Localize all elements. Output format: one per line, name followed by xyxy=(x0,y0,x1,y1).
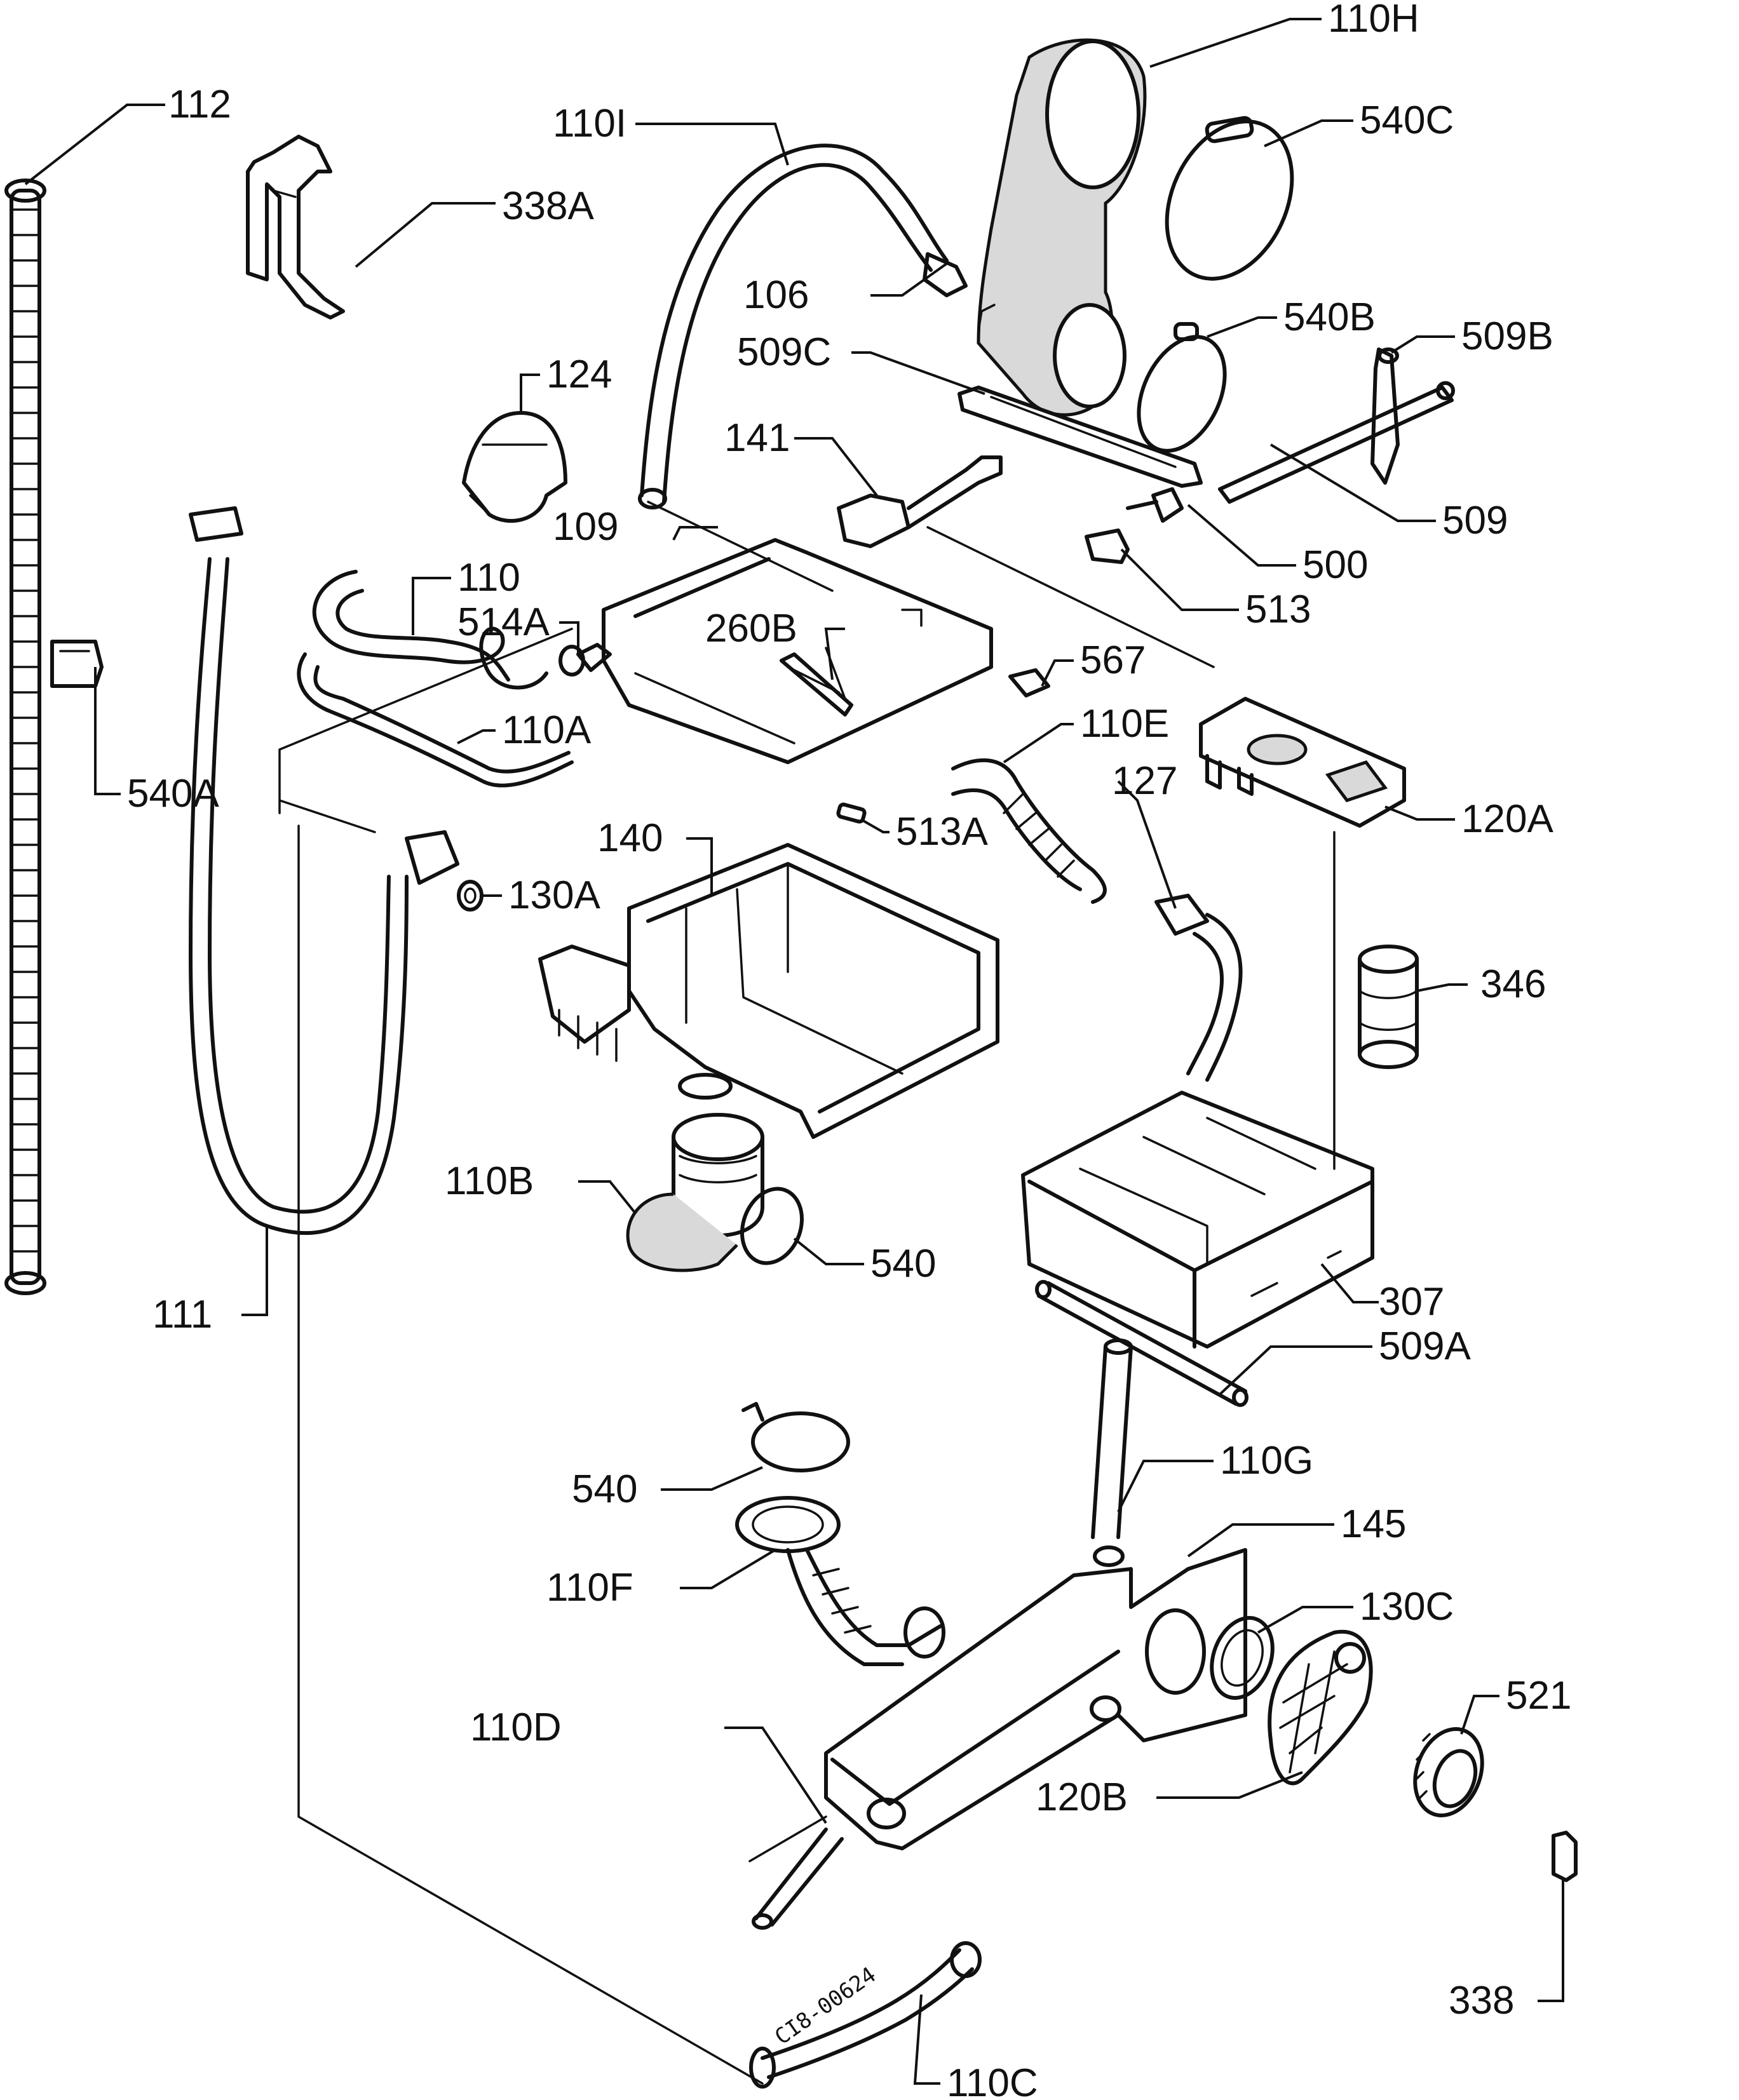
label-567: 567 xyxy=(1080,638,1146,682)
label-509: 509 xyxy=(1442,499,1508,542)
label-540-upper: 540 xyxy=(870,1242,936,1286)
label-106: 106 xyxy=(743,273,809,317)
label-307: 307 xyxy=(1379,1280,1444,1324)
label-346: 346 xyxy=(1480,962,1546,1006)
part-513A-pin xyxy=(836,802,867,824)
label-540A: 540A xyxy=(127,772,219,816)
label-110I: 110I xyxy=(553,102,626,145)
part-110C-drain-hose xyxy=(749,1941,982,2089)
label-500: 500 xyxy=(1303,543,1368,587)
label-127: 127 xyxy=(1112,759,1177,803)
label-540C: 540C xyxy=(1360,98,1454,142)
part-110A-hose xyxy=(297,652,574,788)
label-141: 141 xyxy=(724,416,790,460)
part-540-clamp-upper xyxy=(740,1187,804,1265)
part-509-rod xyxy=(1218,381,1455,504)
label-514A: 514A xyxy=(457,600,550,644)
part-124-cover xyxy=(462,411,567,523)
label-513A: 513A xyxy=(896,810,988,854)
label-540-lower: 540 xyxy=(572,1467,637,1511)
label-120A: 120A xyxy=(1461,797,1553,841)
label-509C: 509C xyxy=(737,330,831,374)
label-109: 109 xyxy=(553,505,618,549)
part-127-hose xyxy=(1186,913,1243,1082)
part-labels: 112 338A 110I 110H 540C 106 540B 509B 50… xyxy=(127,0,1571,2100)
part-130A-washer xyxy=(457,880,484,912)
label-338A: 338A xyxy=(502,184,594,228)
part-509B-bracket xyxy=(1370,347,1400,485)
label-110F: 110F xyxy=(546,1566,633,1610)
part-110D-hose xyxy=(752,1827,844,1930)
label-338: 338 xyxy=(1449,1979,1514,2023)
part-540A-clip xyxy=(50,640,104,688)
part-514A-nozzle xyxy=(558,643,612,676)
part-521-wheel xyxy=(1413,1727,1484,1817)
label-145: 145 xyxy=(1341,1502,1406,1546)
label-112: 112 xyxy=(168,83,231,126)
label-509A: 509A xyxy=(1379,1324,1471,1368)
label-110: 110 xyxy=(457,556,520,600)
label-110H: 110H xyxy=(1328,0,1419,41)
part-140-dispenser-housing xyxy=(538,843,999,1139)
part-145-dispenser-base xyxy=(824,1545,1247,1850)
leader-lines xyxy=(24,18,1564,2085)
part-540-clamp-lower xyxy=(741,1402,850,1472)
part-540C-hose-clamp xyxy=(1165,116,1294,281)
part-120A-drawer-insert xyxy=(1199,697,1406,828)
label-110C: 110C xyxy=(947,2061,1038,2100)
label-110B: 110B xyxy=(445,1159,534,1203)
part-509A-rod xyxy=(1035,1280,1248,1407)
part-106-connector xyxy=(923,252,968,297)
label-140: 140 xyxy=(597,816,663,860)
label-540B: 540B xyxy=(1283,295,1376,339)
part-141-pressure-switch xyxy=(837,455,1003,548)
part-112-corrugated-hose xyxy=(4,178,46,1295)
part-500-knob xyxy=(1126,487,1184,523)
label-110A: 110A xyxy=(502,708,592,752)
label-110D: 110D xyxy=(470,1706,562,1749)
part-120B-siphon-cap xyxy=(1268,1629,1373,1786)
label-120B: 120B xyxy=(1036,1775,1128,1819)
part-338A-hose-hook xyxy=(246,135,345,320)
label-509B: 509B xyxy=(1461,314,1553,358)
part-110I-hose xyxy=(638,144,949,509)
part-111-inlet-hose xyxy=(189,506,459,1235)
label-521: 521 xyxy=(1506,1674,1571,1718)
label-124: 124 xyxy=(546,353,612,396)
part-110E-corrugated-hose xyxy=(951,758,1107,904)
label-130A: 130A xyxy=(508,873,600,917)
label-260B: 260B xyxy=(705,607,797,650)
part-110-hose xyxy=(312,570,548,690)
part-127-connector xyxy=(1154,894,1209,936)
part-110B-sump-hose xyxy=(626,1113,764,1272)
label-130C: 130C xyxy=(1360,1585,1454,1629)
part-110F-outlet-bellows xyxy=(735,1496,945,1666)
part-509C-lever xyxy=(957,386,1203,488)
part-110G-hose xyxy=(1091,1338,1133,1539)
part-130C-seal xyxy=(1210,1616,1275,1700)
part-346-sleeve xyxy=(1358,945,1419,1069)
part-513-latch xyxy=(1085,528,1130,564)
label-110G: 110G xyxy=(1220,1439,1313,1483)
label-513: 513 xyxy=(1245,588,1311,631)
construction-lines xyxy=(278,501,1336,2085)
part-307-dispenser-drawer xyxy=(1021,1091,1374,1349)
label-111: 111 xyxy=(152,1293,212,1336)
label-110E: 110E xyxy=(1080,702,1169,746)
part-567-clip xyxy=(1008,668,1050,697)
part-260B-strip xyxy=(780,652,853,717)
part-110H-fill-duct xyxy=(977,38,1147,417)
part-338-clip xyxy=(1552,1831,1578,1882)
